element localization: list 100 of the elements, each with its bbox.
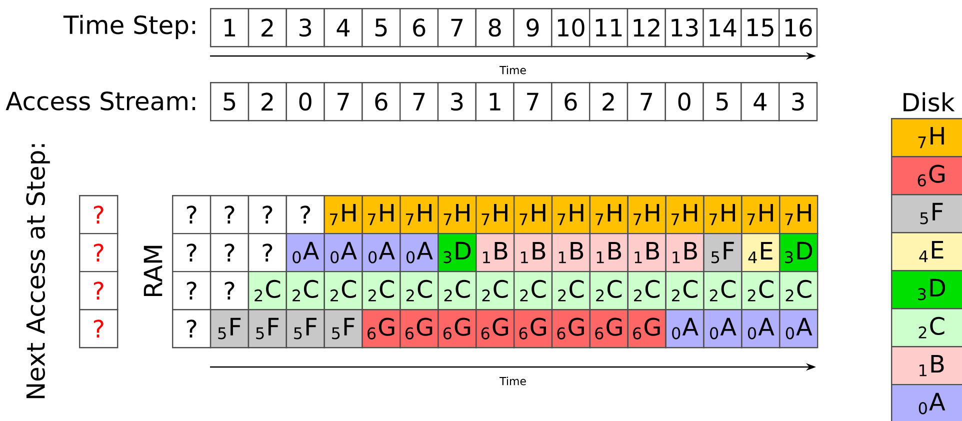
access-cell: 6: [362, 82, 401, 122]
ram-cell: $_{5}$F: [703, 232, 742, 272]
ram-cell: $_{2}$C: [741, 270, 780, 310]
ram-cell: $_{7}$H: [400, 195, 439, 234]
ram-cell: ?: [248, 195, 288, 234]
access-cell: 2: [589, 82, 628, 122]
ram-cell: ?: [210, 195, 250, 234]
time-step-cell: 11: [589, 8, 628, 48]
ram-cell: $_{2}$C: [513, 270, 553, 310]
disk-cell: $_{2}$C: [891, 308, 962, 348]
ram-cell: $_{2}$C: [703, 270, 742, 310]
axis-label: Time: [500, 376, 526, 386]
ram-cell: $_{1}$B: [589, 232, 628, 272]
ram-cell: $_{6}$G: [627, 308, 666, 348]
access-cell: 5: [702, 82, 742, 122]
row-label: RAM: [144, 246, 162, 296]
ram-cell: $_{2}$C: [476, 270, 515, 310]
disk-cell: $_{6}$G: [891, 156, 962, 196]
disk-cell: $_{0}$A: [891, 384, 962, 421]
access-cell: 1: [475, 82, 514, 122]
access-cell: 3: [437, 82, 476, 122]
access-cell: 7: [400, 82, 439, 122]
ram-cell: $_{7}$H: [551, 195, 591, 234]
access-cell: 6: [551, 82, 590, 122]
ram-cell: $_{7}$H: [665, 195, 704, 234]
ram-cell: $_{2}$C: [627, 270, 666, 310]
ram-cell: $_{0}$A: [362, 232, 401, 272]
time-step-cell: 2: [248, 8, 288, 48]
ram-cell: $_{6}$G: [513, 308, 553, 348]
ram-cell: $_{2}$C: [362, 270, 401, 310]
ram-cell: $_{2}$C: [551, 270, 591, 310]
time-step-cell: 16: [778, 8, 818, 48]
time-step-cell: 10: [551, 8, 590, 48]
ram-cell: $_{2}$C: [400, 270, 439, 310]
ram-cell: $_{2}$C: [324, 270, 363, 310]
ram-cell: $_{7}$H: [779, 195, 818, 234]
time-step-cell: 14: [702, 8, 742, 48]
time-step-cell: 6: [400, 8, 439, 48]
access-cell: 7: [513, 82, 552, 122]
access-cell: 3: [778, 82, 818, 122]
ram-cell: $_{0}$A: [665, 308, 704, 348]
ram-cell: $_{6}$G: [438, 308, 477, 348]
ram-cell: $_{1}$B: [627, 232, 666, 272]
ram-cell: $_{5}$F: [210, 308, 250, 348]
next-access-cell: ?: [79, 195, 118, 234]
ram-cell: $_{7}$H: [513, 195, 553, 234]
row-label: Access Stream:: [6, 92, 196, 110]
ram-cell: $_{1}$B: [665, 232, 704, 272]
ram-cell: $_{0}$A: [286, 232, 325, 272]
ram-cell: $_{6}$G: [589, 308, 628, 348]
ram-cell: $_{2}$C: [589, 270, 628, 310]
ram-cell: $_{0}$A: [703, 308, 742, 348]
time-step-cell: 9: [513, 8, 552, 48]
ram-cell: $_{3}$D: [438, 232, 477, 272]
ram-cell: ?: [248, 232, 288, 272]
ram-cell: $_{0}$A: [741, 308, 780, 348]
disk-cell: $_{5}$F: [891, 194, 962, 234]
ram-cell: $_{7}$H: [362, 195, 401, 234]
time-step-cell: 7: [437, 8, 476, 48]
ram-cell: $_{6}$G: [476, 308, 515, 348]
ram-cell: $_{2}$C: [248, 270, 288, 310]
ram-cell: $_{1}$B: [476, 232, 515, 272]
axis-label: Time: [500, 66, 526, 74]
access-cell: 4: [740, 82, 780, 122]
ram-cell: $_{3}$D: [779, 232, 818, 272]
ram-cell: $_{6}$G: [400, 308, 439, 348]
access-cell: 5: [210, 82, 250, 122]
time-step-cell: 4: [324, 8, 363, 48]
access-cell: 7: [324, 82, 363, 122]
time-step-cell: 5: [362, 8, 401, 48]
time-step-cell: 15: [740, 8, 780, 48]
disk-cell: $_{7}$H: [891, 118, 962, 158]
ram-cell: $_{6}$G: [362, 308, 401, 348]
ram-cell: ?: [172, 308, 212, 348]
ram-cell: ?: [286, 195, 325, 234]
ram-cell: ?: [210, 232, 250, 272]
ram-cell: $_{7}$H: [438, 195, 477, 234]
ram-cell: $_{5}$F: [324, 308, 363, 348]
ram-cell: $_{4}$E: [741, 232, 780, 272]
disk-cell: $_{4}$E: [891, 232, 962, 272]
disk-cell: $_{1}$B: [891, 346, 962, 386]
ram-cell: $_{1}$B: [551, 232, 591, 272]
ram-cell: $_{0}$A: [400, 232, 439, 272]
ram-cell: $_{1}$B: [513, 232, 553, 272]
time-step-cell: 8: [475, 8, 514, 48]
ram-cell: ?: [210, 270, 250, 310]
ram-cell: $_{6}$G: [551, 308, 591, 348]
next-access-cell: ?: [79, 308, 118, 348]
access-cell: 7: [626, 82, 666, 122]
row-label: Next Access at Step:: [26, 144, 50, 398]
time-step-cell: 13: [664, 8, 704, 48]
access-cell: 2: [248, 82, 288, 122]
ram-cell: $_{2}$C: [665, 270, 704, 310]
time-step-cell: 3: [286, 8, 325, 48]
ram-cell: $_{2}$C: [286, 270, 325, 310]
ram-cell: $_{7}$H: [627, 195, 666, 234]
ram-cell: ?: [172, 232, 212, 272]
ram-cell: $_{0}$A: [324, 232, 363, 272]
ram-cell: $_{0}$A: [779, 308, 818, 348]
ram-cell: $_{7}$H: [589, 195, 628, 234]
